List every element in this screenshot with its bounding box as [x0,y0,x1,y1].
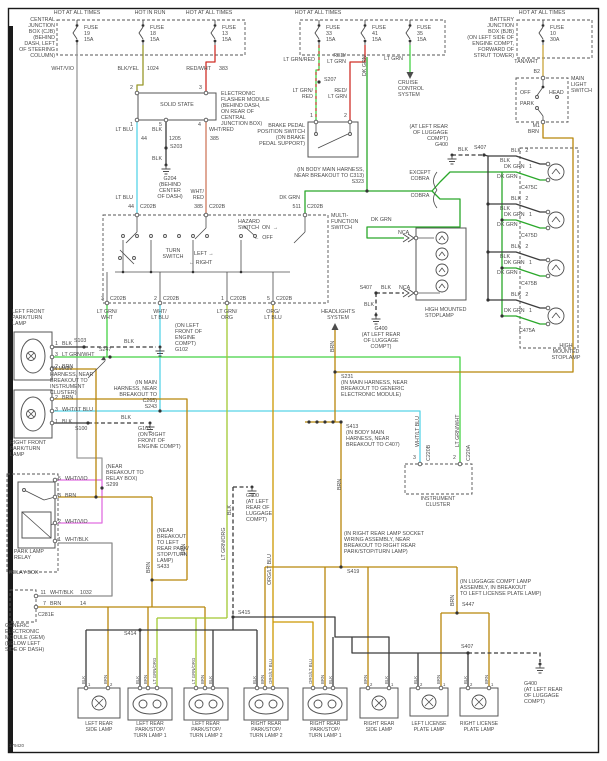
wire-red-wht [205,45,216,93]
headlights-arrow-icon [331,323,339,330]
relay-box-outer [6,473,59,573]
wire-blk-row4 [488,299,546,309]
right-rear-lamp2-box [243,687,289,721]
wire-blk-yel [136,45,144,93]
wire-brn-mls [335,122,574,373]
ground-symbols [145,153,545,674]
wire-blk-row3 [488,251,546,261]
right-rear-lamp1-box [302,687,348,721]
right-rear-side-lamp-box [359,687,399,719]
main-light-switch-box [515,77,569,123]
wire-wht-blk [36,542,113,597]
left-rear-lamp1-box [127,687,173,721]
left-license-lamp-box [409,687,449,717]
ground-g400-cobra [371,313,381,325]
nca-arrow-icon-1 [402,233,415,243]
wire-blk-lic-row [351,637,468,654]
fuse-symbols [72,20,545,45]
ground-g204 [161,163,171,175]
wire-wht-vio-relay [58,479,103,524]
wire-red-lt-grn [349,45,366,122]
wire-dk-grn-row4 [502,315,546,325]
left-rear-lamp2-box [183,687,229,721]
flasher-module-box [137,92,217,121]
wire-dk-grn-row2 [502,219,546,229]
ground-g102 [155,345,165,357]
ground-g400-bottom [535,662,545,674]
cjb-box [56,19,246,56]
brake-switch-box [307,121,359,158]
wire-lt-grn-wht-h [52,356,461,464]
scan-frame [7,7,600,754]
multifunction-switch-box [102,214,329,304]
instrument-cluster-box [404,463,473,495]
wire-dk-grn-to-mfs [304,190,367,215]
wire-dk-grn-except-cobra [431,171,502,192]
wire-blk-row2 [488,203,546,213]
wire-brn-rf [52,398,188,580]
cruise-arrow-icon [406,72,414,79]
splice-dots [82,80,504,655]
wire-blk-right-net [233,616,390,688]
hms-cobra-box [415,227,467,301]
bulb-symbols [20,163,565,715]
wire-brn-lf [52,368,97,497]
wire-lt-grn-red-stripe [315,45,320,122]
connector-pins [33,75,551,691]
park-lamp-relay-box [17,481,56,549]
internal-linework [21,78,559,539]
wire-dk-grn-row1 [502,171,546,181]
stop-fusebox [299,19,446,56]
component-boxes-dashed [6,19,593,623]
right-front-lamp-box [13,389,53,439]
component-boxes-solid [13,92,499,721]
left-rear-side-lamp-box [77,687,121,719]
wire-blk-g400-bottom [468,652,541,662]
wire-dk-grn-row3 [502,267,546,277]
s247-pointer-icon [101,356,106,361]
wire-org-lt-blu-rr1 [273,621,314,688]
wire-blk-row1 [488,155,546,165]
ground-g400-mid [247,485,257,497]
wire-blk-chain-bus [483,154,489,300]
gem-box [9,589,37,623]
bjb-box [516,19,593,59]
hms-chain-box [519,147,579,349]
wire-wht-lt-blu-h [52,410,421,464]
wire-wht-vio-feed [76,45,103,480]
ground-g103 [145,421,155,433]
wires [36,45,574,688]
flow-arrows [101,72,415,361]
wire-dk-grn-cobra [366,190,461,239]
nca-arrow-icon-2 [402,288,415,298]
right-license-lamp-box [459,687,499,717]
ground-g400-chain [447,153,457,165]
